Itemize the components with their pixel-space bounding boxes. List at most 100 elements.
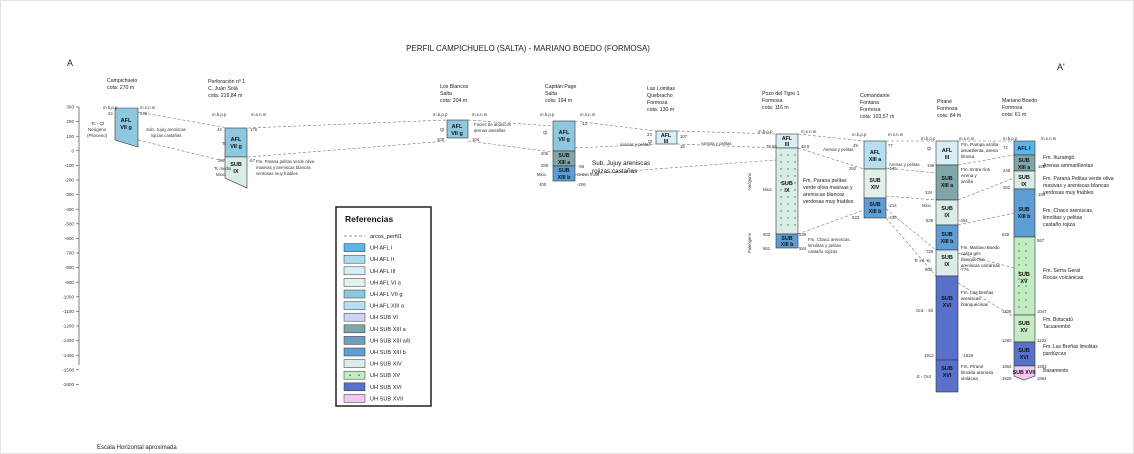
unit-label: SUB XVII — [1013, 370, 1036, 376]
legend-item-label: UH AFL VI a — [370, 280, 402, 286]
depth-tick-label: -800 — [65, 265, 75, 270]
depth-tick-label: -400 — [65, 207, 75, 212]
annotation-tc-neogeno: Tc - QlNeógeno(Plioceno) — [87, 121, 108, 138]
legend-swatch — [344, 267, 365, 275]
well-perforacion-label: Perforación nº 1 C. Juán Solá cota: 219,… — [208, 79, 247, 99]
well-pirane-label: Pirané Formosa cota: 84 m — [937, 99, 961, 119]
legend-item: UH AFL II — [344, 255, 394, 263]
annotation-facies: Facies de abanicosarenas amarillas — [474, 122, 511, 133]
legend-swatch — [344, 348, 365, 356]
pattern-dot — [787, 154, 788, 155]
pattern-dot — [780, 196, 781, 197]
depth-tick-label: 100 — [66, 134, 74, 139]
legend-title: Referencias — [345, 214, 393, 224]
pattern-dot — [794, 168, 795, 169]
unit-sub-xiii-b — [864, 198, 886, 218]
depth-tick-label: -1300 — [62, 338, 74, 343]
pattern-dot — [787, 175, 788, 176]
pattern-dot — [794, 182, 795, 183]
unit-sub-xiii-b — [1014, 189, 1035, 237]
legend-swatch — [344, 290, 365, 298]
legend-item: UH SUB XIII b — [344, 348, 406, 356]
depth-tick-label: 200 — [66, 119, 74, 124]
pattern-dot — [794, 189, 795, 190]
pattern-dot — [794, 196, 795, 197]
legend-item: UH AFL III — [344, 267, 396, 275]
pattern-dot — [780, 203, 781, 204]
well-mariano-boedo: Mariano Boedo Formosa cota: 61 m AFL I S… — [1002, 98, 1114, 381]
pattern-dot — [1018, 299, 1019, 300]
pattern-dot — [1018, 264, 1019, 265]
annotation-fm-parana-3: Fm. Paraná Pelitas verde olivamasivas y … — [1043, 176, 1114, 196]
legend-item-label: UH AFL II — [370, 257, 394, 263]
depth-tick-label: -700 — [65, 251, 75, 256]
legend-item-label: arcos_perfil1 — [370, 234, 402, 240]
pattern-dot — [787, 168, 788, 169]
pattern-dot — [780, 210, 781, 211]
well-capitan-page: Capitán Page Salta cota: 194 m AFLVII g … — [537, 84, 651, 187]
depth-tick-label: 300 — [66, 105, 74, 110]
unit-sub-xvi — [1014, 342, 1035, 366]
scale-caption: Escala Horizontal aproximada — [97, 445, 177, 451]
annotation-arenas-pelitas-2: Arenas y pelitas — [701, 141, 732, 146]
unit-label: SUBXIII b — [781, 236, 794, 248]
legend-swatch — [344, 360, 365, 368]
legend-swatch — [344, 278, 365, 286]
well-las-lomitas-label: Las Lomitas Quebracho Formosa cota: 130 … — [647, 86, 676, 113]
annotation-arenas-pelitas-3: Arenas y pelitas — [823, 147, 854, 152]
pattern-dot — [349, 374, 351, 376]
pattern-dot — [787, 196, 788, 197]
unit-label: SUBXIII a — [558, 153, 570, 166]
annotation-neogeno: Neógeno — [747, 172, 752, 190]
well-los-blancos: Los Blancos Salta cota: 204 m AFLVII g m… — [433, 84, 511, 142]
depth-tick-label: -300 — [65, 192, 75, 197]
legend-item-label: UH AFL III — [370, 269, 396, 275]
pattern-dot — [794, 161, 795, 162]
legend-item: UH SUB XVI — [344, 383, 402, 391]
legend-swatch — [344, 383, 365, 391]
unit-label: SUBXIII b — [558, 168, 571, 181]
unit-label: SUBXVI — [941, 296, 953, 309]
legend-swatch — [344, 313, 365, 321]
pattern-dot — [787, 217, 788, 218]
pattern-dot — [1025, 243, 1026, 244]
pattern-dot — [1025, 250, 1026, 251]
unit-sub-xvi — [936, 276, 958, 360]
annotation-fm-las-brenas-2: Fm. Las Breñas limolitaspardúzcas — [1043, 344, 1098, 357]
well-fontana-label: Comandante Fontana Formosa cota: 103,57 … — [860, 93, 894, 120]
depth-tick-label: -600 — [65, 236, 75, 241]
well-campichuelo: Campichuelo cota: 270 m AFLVII g Tc - Ql… — [87, 78, 156, 147]
depth-tick-label: -200 — [65, 178, 75, 183]
unit-label: AFLVII g — [558, 130, 570, 143]
pattern-dot — [794, 154, 795, 155]
legend-box: Referencias arcos_perfil1UH AFL IUH AFL … — [336, 207, 431, 406]
pattern-dot — [780, 224, 781, 225]
pattern-dot — [794, 175, 795, 176]
legend-item-label: UH SUB XIV — [370, 362, 402, 368]
legend-item: UH SUB XVII — [344, 394, 404, 402]
pattern-dot — [1025, 285, 1026, 286]
pattern-dot — [787, 203, 788, 204]
legend-item-label: UH SUB VI — [370, 315, 398, 321]
depth-tick-label: -1400 — [62, 353, 74, 358]
endpoint-a-label: A — [67, 58, 73, 68]
annotation-arenas-pelitas: Arenas y pelitas — [620, 142, 651, 147]
pattern-dot — [787, 161, 788, 162]
pattern-dot — [1025, 299, 1026, 300]
depth-axis-ticks: 3002001000-100-200-300-400-500-600-700-8… — [62, 105, 79, 387]
pattern-dot — [794, 203, 795, 204]
